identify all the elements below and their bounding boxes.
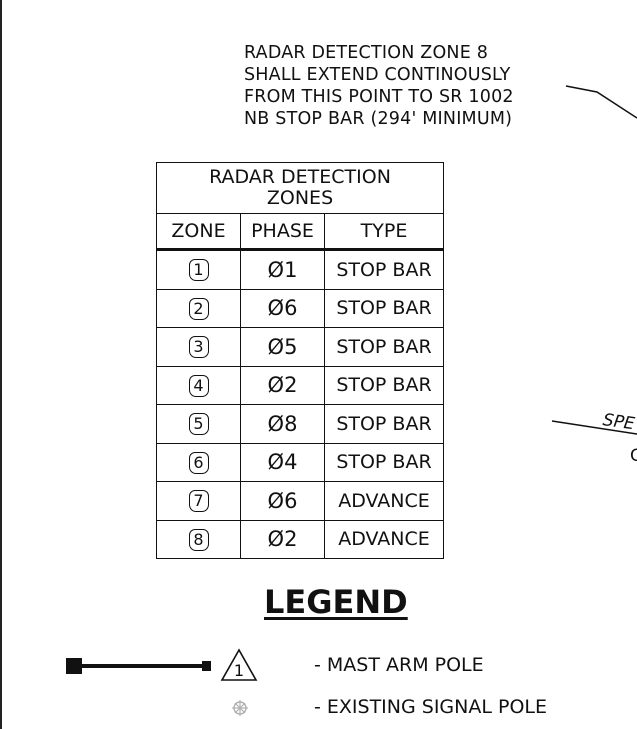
type-cell: ADVANCE	[324, 481, 444, 521]
zone-badge: 1	[188, 259, 209, 281]
table-row: 5 Ø8 STOP BAR	[156, 404, 444, 444]
table-row: 2 Ø6 STOP BAR	[156, 288, 444, 328]
table-row: 4 Ø2 STOP BAR	[156, 365, 444, 405]
radar-zone-note: RADAR DETECTION ZONE 8 SHALL EXTEND CONT…	[244, 42, 574, 130]
c-label-fragment: C	[630, 446, 637, 466]
zone-cell: 7	[156, 481, 241, 521]
table-row: 1 Ø1 STOP BAR	[156, 249, 444, 290]
legend-title: LEGEND	[264, 583, 408, 621]
speed-leader-line	[551, 420, 637, 435]
radar-detection-zones-table: RADAR DETECTION ZONES ZONE PHASE TYPE 1 …	[156, 162, 444, 559]
table-row: 7 Ø6 ADVANCE	[156, 481, 444, 521]
zone-badge: 4	[188, 374, 209, 397]
type-cell: ADVANCE	[324, 519, 444, 559]
note-line-4: NB STOP BAR (294' MINIMUM)	[244, 109, 513, 129]
phase-cell: Ø2	[240, 365, 325, 405]
type-cell: STOP BAR	[324, 288, 444, 328]
zone-cell: 8	[156, 519, 241, 559]
phase-cell: Ø6	[240, 481, 325, 521]
header-zone: ZONE	[156, 213, 241, 251]
zone-cell: 4	[156, 365, 241, 405]
type-cell: STOP BAR	[324, 327, 444, 367]
zone-badge: 3	[188, 336, 209, 358]
phase-cell: Ø6	[240, 288, 325, 328]
legend-existing-signal-pole-label: - EXISTING SIGNAL POLE	[314, 696, 547, 718]
phase-cell: Ø4	[240, 442, 325, 482]
zone-badge: 2	[188, 297, 209, 320]
table-row: 3 Ø5 STOP BAR	[156, 327, 444, 367]
table-title-line-1: RADAR DETECTION	[209, 166, 391, 188]
zone-cell: 2	[156, 288, 241, 328]
mast-arm-pole-icon: 1	[66, 648, 258, 681]
zone-cell: 3	[156, 327, 241, 367]
zone-cell: 6	[156, 442, 241, 482]
table-header-row: ZONE PHASE TYPE	[156, 213, 444, 251]
type-cell: STOP BAR	[324, 442, 444, 482]
type-cell: STOP BAR	[324, 404, 444, 444]
mast-arm-symbol-number: 1	[234, 661, 244, 680]
sheet-border-line	[0, 0, 2, 729]
speed-label-fragment: SPE	[601, 410, 636, 435]
note-line-1: RADAR DETECTION ZONE 8	[244, 43, 489, 63]
note-leader-line	[565, 85, 637, 119]
table-row: 8 Ø2 ADVANCE	[156, 519, 444, 559]
note-line-3: FROM THIS POINT TO SR 1002	[244, 87, 514, 107]
table-row: 6 Ø4 STOP BAR	[156, 442, 444, 482]
phase-cell: Ø2	[240, 519, 325, 559]
zone-cell: 1	[156, 249, 241, 290]
zone-badge: 5	[188, 413, 209, 435]
existing-signal-pole-icon	[232, 700, 248, 716]
legend-mast-arm-pole-label: - MAST ARM POLE	[314, 654, 484, 676]
type-cell: STOP BAR	[324, 249, 444, 290]
zone-badge: 8	[188, 528, 209, 551]
zone-badge: 6	[188, 451, 209, 474]
zone-badge: 7	[188, 490, 209, 512]
table-title-line-2: ZONES	[266, 187, 334, 209]
zone-cell: 5	[156, 404, 241, 444]
phase-cell: Ø1	[240, 249, 325, 290]
note-line-2: SHALL EXTEND CONTINOUSLY	[244, 65, 511, 85]
phase-cell: Ø8	[240, 404, 325, 444]
table-title-row: RADAR DETECTION ZONES	[156, 162, 444, 214]
type-cell: STOP BAR	[324, 365, 444, 405]
phase-cell: Ø5	[240, 327, 325, 367]
header-phase: PHASE	[240, 213, 325, 251]
table-title: RADAR DETECTION ZONES	[156, 162, 444, 214]
header-type: TYPE	[324, 213, 444, 251]
